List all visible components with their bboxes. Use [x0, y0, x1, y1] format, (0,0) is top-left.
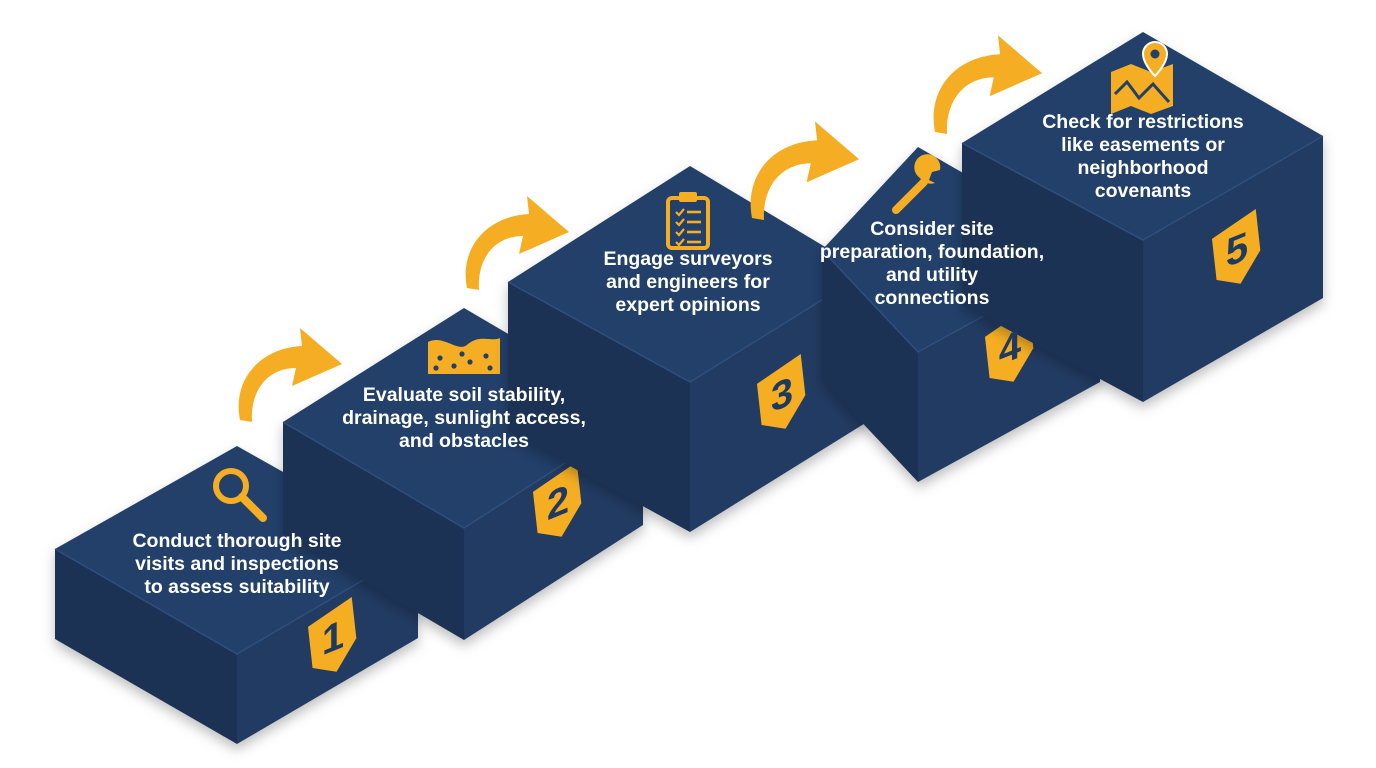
step-number-badge — [756, 354, 806, 429]
block-top-face — [822, 147, 1100, 352]
block-left-face — [962, 143, 1143, 402]
step-label-line: expert opinions — [615, 294, 761, 316]
next-step-arrow-icon — [750, 121, 860, 220]
step-label-line: drainage, sunlight access, — [342, 407, 586, 429]
next-step-arrow-icon — [933, 35, 1043, 134]
step-label-line: neighborhood — [1077, 157, 1209, 179]
step-label-line: and utility — [885, 264, 979, 286]
step-label-line: covenants — [1094, 180, 1192, 202]
step-label-line: Consider site — [870, 218, 994, 240]
step-label-line: visits and inspections — [135, 553, 339, 575]
next-step-arrow-icon — [465, 196, 569, 290]
step-label-line: preparation, foundation, — [819, 241, 1045, 263]
step-number-badge — [307, 597, 357, 672]
clipboard-icon — [666, 192, 710, 250]
map-pin-icon — [1111, 40, 1173, 114]
block-left-face — [508, 282, 690, 532]
magnifier-icon — [213, 468, 267, 522]
wrench-icon — [892, 154, 941, 214]
step-label-line: to assess suitability — [144, 576, 330, 598]
soil-icon — [428, 338, 500, 374]
block-left-face — [55, 549, 237, 744]
block-top-face — [508, 166, 867, 382]
step-label-line: Engage surveyors — [603, 248, 773, 270]
step-label-line: Evaluate soil stability, — [362, 384, 566, 406]
step-label-line: and obstacles — [398, 430, 530, 452]
step-block-5 — [961, 32, 1324, 402]
next-step-arrow-icon — [238, 328, 342, 422]
step-label-line: like easements or — [1061, 134, 1225, 156]
block-left-face — [283, 422, 464, 640]
block-left-face — [822, 250, 918, 482]
step-number-badge — [1211, 209, 1261, 284]
step-label-line: Check for restrictions — [1042, 111, 1244, 133]
step-block-1 — [54, 446, 419, 744]
step-label-line: and engineers for — [606, 271, 770, 293]
step-number-badge — [532, 462, 582, 537]
step-label-line: connections — [874, 287, 990, 309]
step-2-label: Evaluate soil stability,drainage, sunlig… — [342, 384, 586, 453]
step-label-line: Conduct thorough site — [132, 530, 342, 552]
